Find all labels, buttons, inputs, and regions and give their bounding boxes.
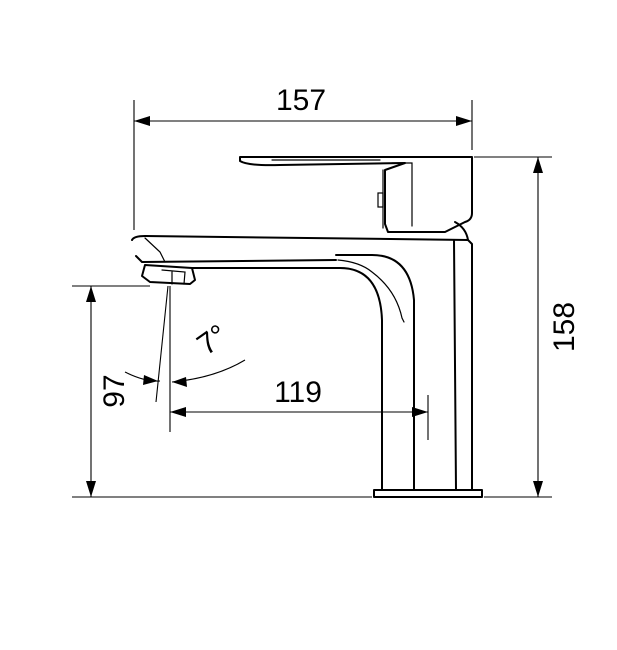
body-top-bar — [131, 235, 473, 491]
dimension-height: 158 — [474, 156, 581, 498]
dimension-height-label: 158 — [548, 302, 581, 352]
spout-outer — [335, 254, 415, 491]
lever-pin — [377, 192, 384, 208]
spout-inner — [191, 267, 383, 491]
lever-handle-inner — [382, 162, 413, 229]
dimension-spout-angle-label: 7° — [191, 318, 233, 361]
dimension-spout-angle: 7° — [124, 285, 246, 403]
faucet-body — [131, 156, 483, 498]
dimension-spout-reach-label: 119 — [274, 376, 322, 409]
faucet-base — [373, 489, 483, 498]
dimension-width-label: 157 — [276, 84, 326, 117]
aerator — [141, 264, 196, 285]
dimension-spout-height-label: 97 — [98, 374, 131, 407]
lever-handle — [239, 156, 473, 233]
dimension-spout-height: 97 — [72, 285, 372, 498]
dimension-width: 157 — [133, 84, 473, 230]
dimension-spout-reach: 119 — [169, 286, 429, 440]
